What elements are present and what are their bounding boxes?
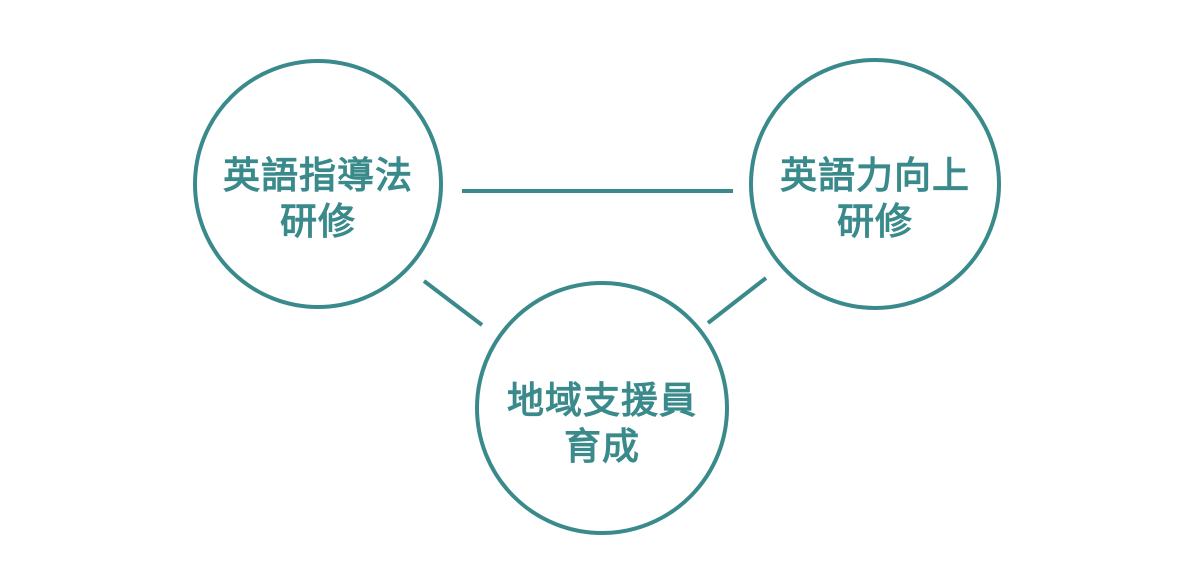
node-bottom-line1: 地域支援員 (507, 379, 697, 422)
edge-left-bottom (422, 279, 484, 327)
node-circle-left (193, 59, 443, 309)
node-left-line1: 英語指導法 (223, 154, 413, 197)
node-label-right: 英語力向上 研修 (755, 153, 995, 245)
node-label-bottom: 地域支援員 育成 (482, 378, 722, 470)
node-right-line1: 英語力向上 (780, 154, 970, 197)
node-right-line2: 研修 (837, 200, 913, 243)
node-label-left: 英語指導法 研修 (198, 153, 438, 245)
node-bottom-line2: 育成 (564, 425, 640, 468)
edge-right-bottom (706, 276, 768, 325)
node-left-line2: 研修 (280, 200, 356, 243)
node-circle-right (749, 58, 1001, 310)
node-circle-bottom (475, 281, 729, 535)
